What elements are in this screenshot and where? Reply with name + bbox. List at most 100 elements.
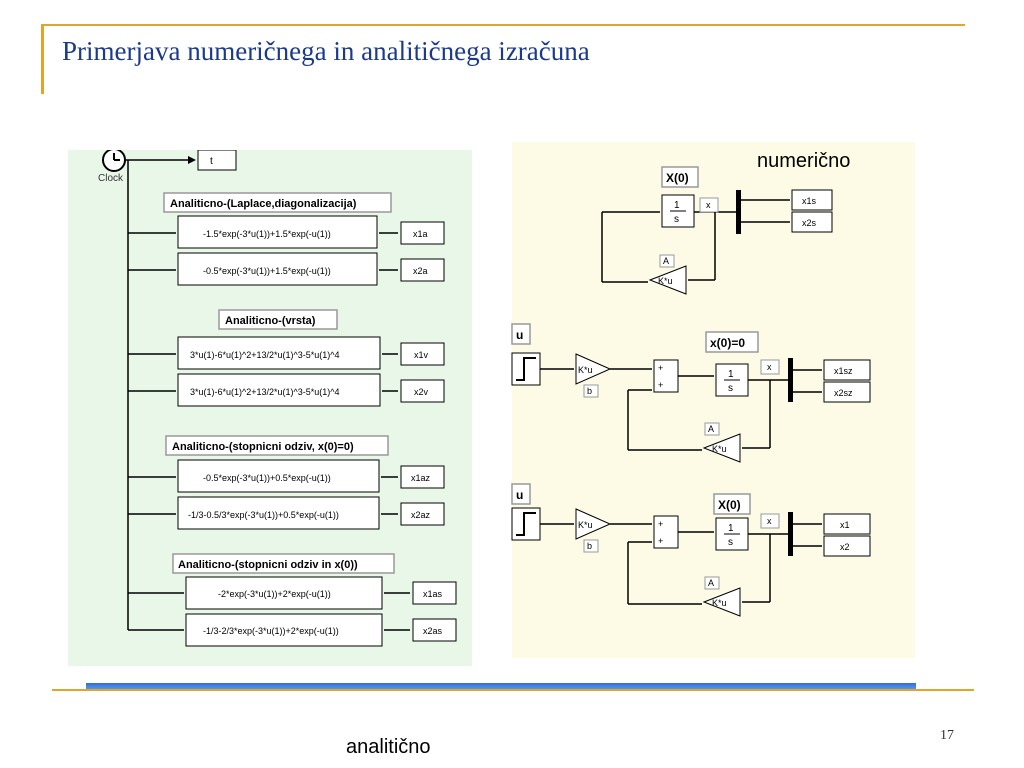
signal-x-tag (699, 197, 719, 213)
sum-plus-icon: + (658, 519, 663, 529)
output-block[interactable] (400, 502, 445, 526)
subsystem-title: X(0) (718, 498, 741, 512)
gain-block[interactable] (702, 433, 741, 463)
output-block[interactable] (400, 342, 445, 366)
matrix-b-tag (583, 384, 599, 398)
output-block[interactable] (823, 513, 871, 535)
integrator-num: 1 (728, 523, 734, 534)
fcn-expression: 3*u(1)-6*u(1)^2+13/2*u(1)^3-5*u(1)^4 (190, 387, 340, 397)
analytic-caption: analitično (346, 736, 431, 758)
fcn-block[interactable] (177, 336, 381, 370)
arrow-icon (188, 156, 196, 164)
output-label: x2 (840, 542, 850, 552)
fcn-block[interactable] (177, 459, 380, 493)
matrix-a-label: A (663, 256, 669, 266)
subsystem-title: x(0)=0 (710, 336, 745, 350)
fcn-expression: -0.5*exp(-3*u(1))+1.5*exp(-u(1)) (203, 266, 331, 276)
output-label: x1 (840, 520, 850, 530)
gain-label: K*u (578, 520, 593, 530)
fcn-block[interactable] (177, 496, 380, 530)
matrix-a-tag (704, 576, 720, 590)
gain-label: K*u (578, 365, 593, 375)
output-label: x1az (411, 473, 431, 483)
signal-x-label: x (767, 362, 772, 372)
output-block[interactable] (823, 535, 871, 557)
fcn-block[interactable] (177, 373, 381, 407)
header-rule (41, 24, 965, 26)
group-title: Analiticno-(Laplace,diagonalizacija) (170, 198, 357, 210)
signal-x-label: x (767, 516, 772, 526)
slide-title: Primerjava numeričnega in analitičnega i… (62, 36, 590, 66)
group-title-box (163, 192, 392, 213)
output-block[interactable] (412, 618, 457, 642)
signal-x-tag (760, 513, 780, 529)
output-block[interactable] (400, 379, 445, 403)
demux-block[interactable] (736, 190, 741, 234)
output-block[interactable] (400, 258, 445, 282)
subsystem-title-box (705, 331, 759, 353)
input-title-box (511, 323, 531, 345)
output-label: x1a (413, 229, 428, 239)
numeric-simulink-diagram: X(0) 1 s x x1s x2s K*u A u K*u b + + x(0… (511, 142, 915, 658)
input-title: u (516, 328, 523, 342)
gain-label: K*u (658, 276, 673, 286)
fcn-expression: -1.5*exp(-3*u(1))+1.5*exp(-u(1)) (203, 229, 331, 239)
group-title: Analiticno-(stopnicni odziv, x(0)=0) (172, 441, 354, 453)
fcn-block[interactable] (185, 576, 383, 610)
gain-block[interactable] (702, 587, 741, 617)
integrator-num: 1 (728, 369, 734, 380)
numeric-caption: numerično (757, 150, 851, 172)
output-block[interactable] (412, 581, 457, 605)
footer-rule (52, 689, 974, 691)
signal-x-tag (760, 359, 780, 375)
output-label: x1s (802, 196, 817, 206)
output-label: x1v (414, 350, 429, 360)
demux-block[interactable] (788, 512, 793, 556)
gain-block[interactable] (575, 353, 612, 385)
fcn-block[interactable] (177, 252, 378, 286)
output-block[interactable] (823, 359, 871, 381)
time-output-label: t (210, 156, 213, 167)
input-title: u (516, 488, 523, 502)
matrix-b-tag (583, 539, 599, 553)
group-title-box (172, 553, 395, 574)
sum-plus-icon: + (658, 363, 663, 373)
fcn-block[interactable] (177, 215, 378, 249)
matrix-b-label: b (587, 541, 592, 551)
output-block[interactable] (791, 189, 833, 211)
integrator-num: 1 (674, 200, 680, 211)
output-label: x2sz (834, 388, 853, 398)
matrix-a-tag (659, 254, 675, 268)
group-title: Analiticno-(vrsta) (225, 315, 316, 327)
output-label: x2v (414, 387, 429, 397)
clock-block[interactable] (102, 150, 126, 172)
demux-block[interactable] (788, 358, 793, 402)
matrix-a-tag (704, 422, 720, 436)
matrix-a-label: A (708, 424, 714, 434)
gain-block[interactable] (648, 265, 687, 295)
output-label: x2s (802, 218, 817, 228)
fcn-block[interactable] (185, 613, 383, 647)
subsystem-title: X(0) (666, 171, 689, 185)
header-accent-bar (41, 24, 44, 94)
output-block[interactable] (400, 221, 445, 245)
matrix-b-label: b (587, 386, 592, 396)
fcn-expression: -1/3-2/3*exp(-3*u(1))+2*exp(-u(1)) (203, 626, 339, 636)
gain-label: K*u (712, 598, 727, 608)
output-label: x1sz (834, 366, 853, 376)
integrator-den: s (674, 214, 679, 225)
output-label: x2az (411, 510, 431, 520)
group-title-box (218, 309, 338, 330)
clock-label: Clock (98, 173, 124, 184)
output-block[interactable] (791, 211, 833, 233)
output-block[interactable] (823, 381, 871, 403)
fcn-expression: -1/3-0.5/3*exp(-3*u(1))+0.5*exp(-u(1)) (188, 510, 339, 520)
gain-block[interactable] (575, 508, 612, 540)
sum-block[interactable] (653, 515, 679, 549)
time-output-block[interactable] (197, 150, 237, 171)
signal-x-label: x (706, 200, 711, 210)
output-block[interactable] (400, 465, 445, 489)
output-label: x2a (413, 266, 428, 276)
page-number: 17 (940, 728, 954, 743)
subsystem-title-box (661, 166, 699, 188)
